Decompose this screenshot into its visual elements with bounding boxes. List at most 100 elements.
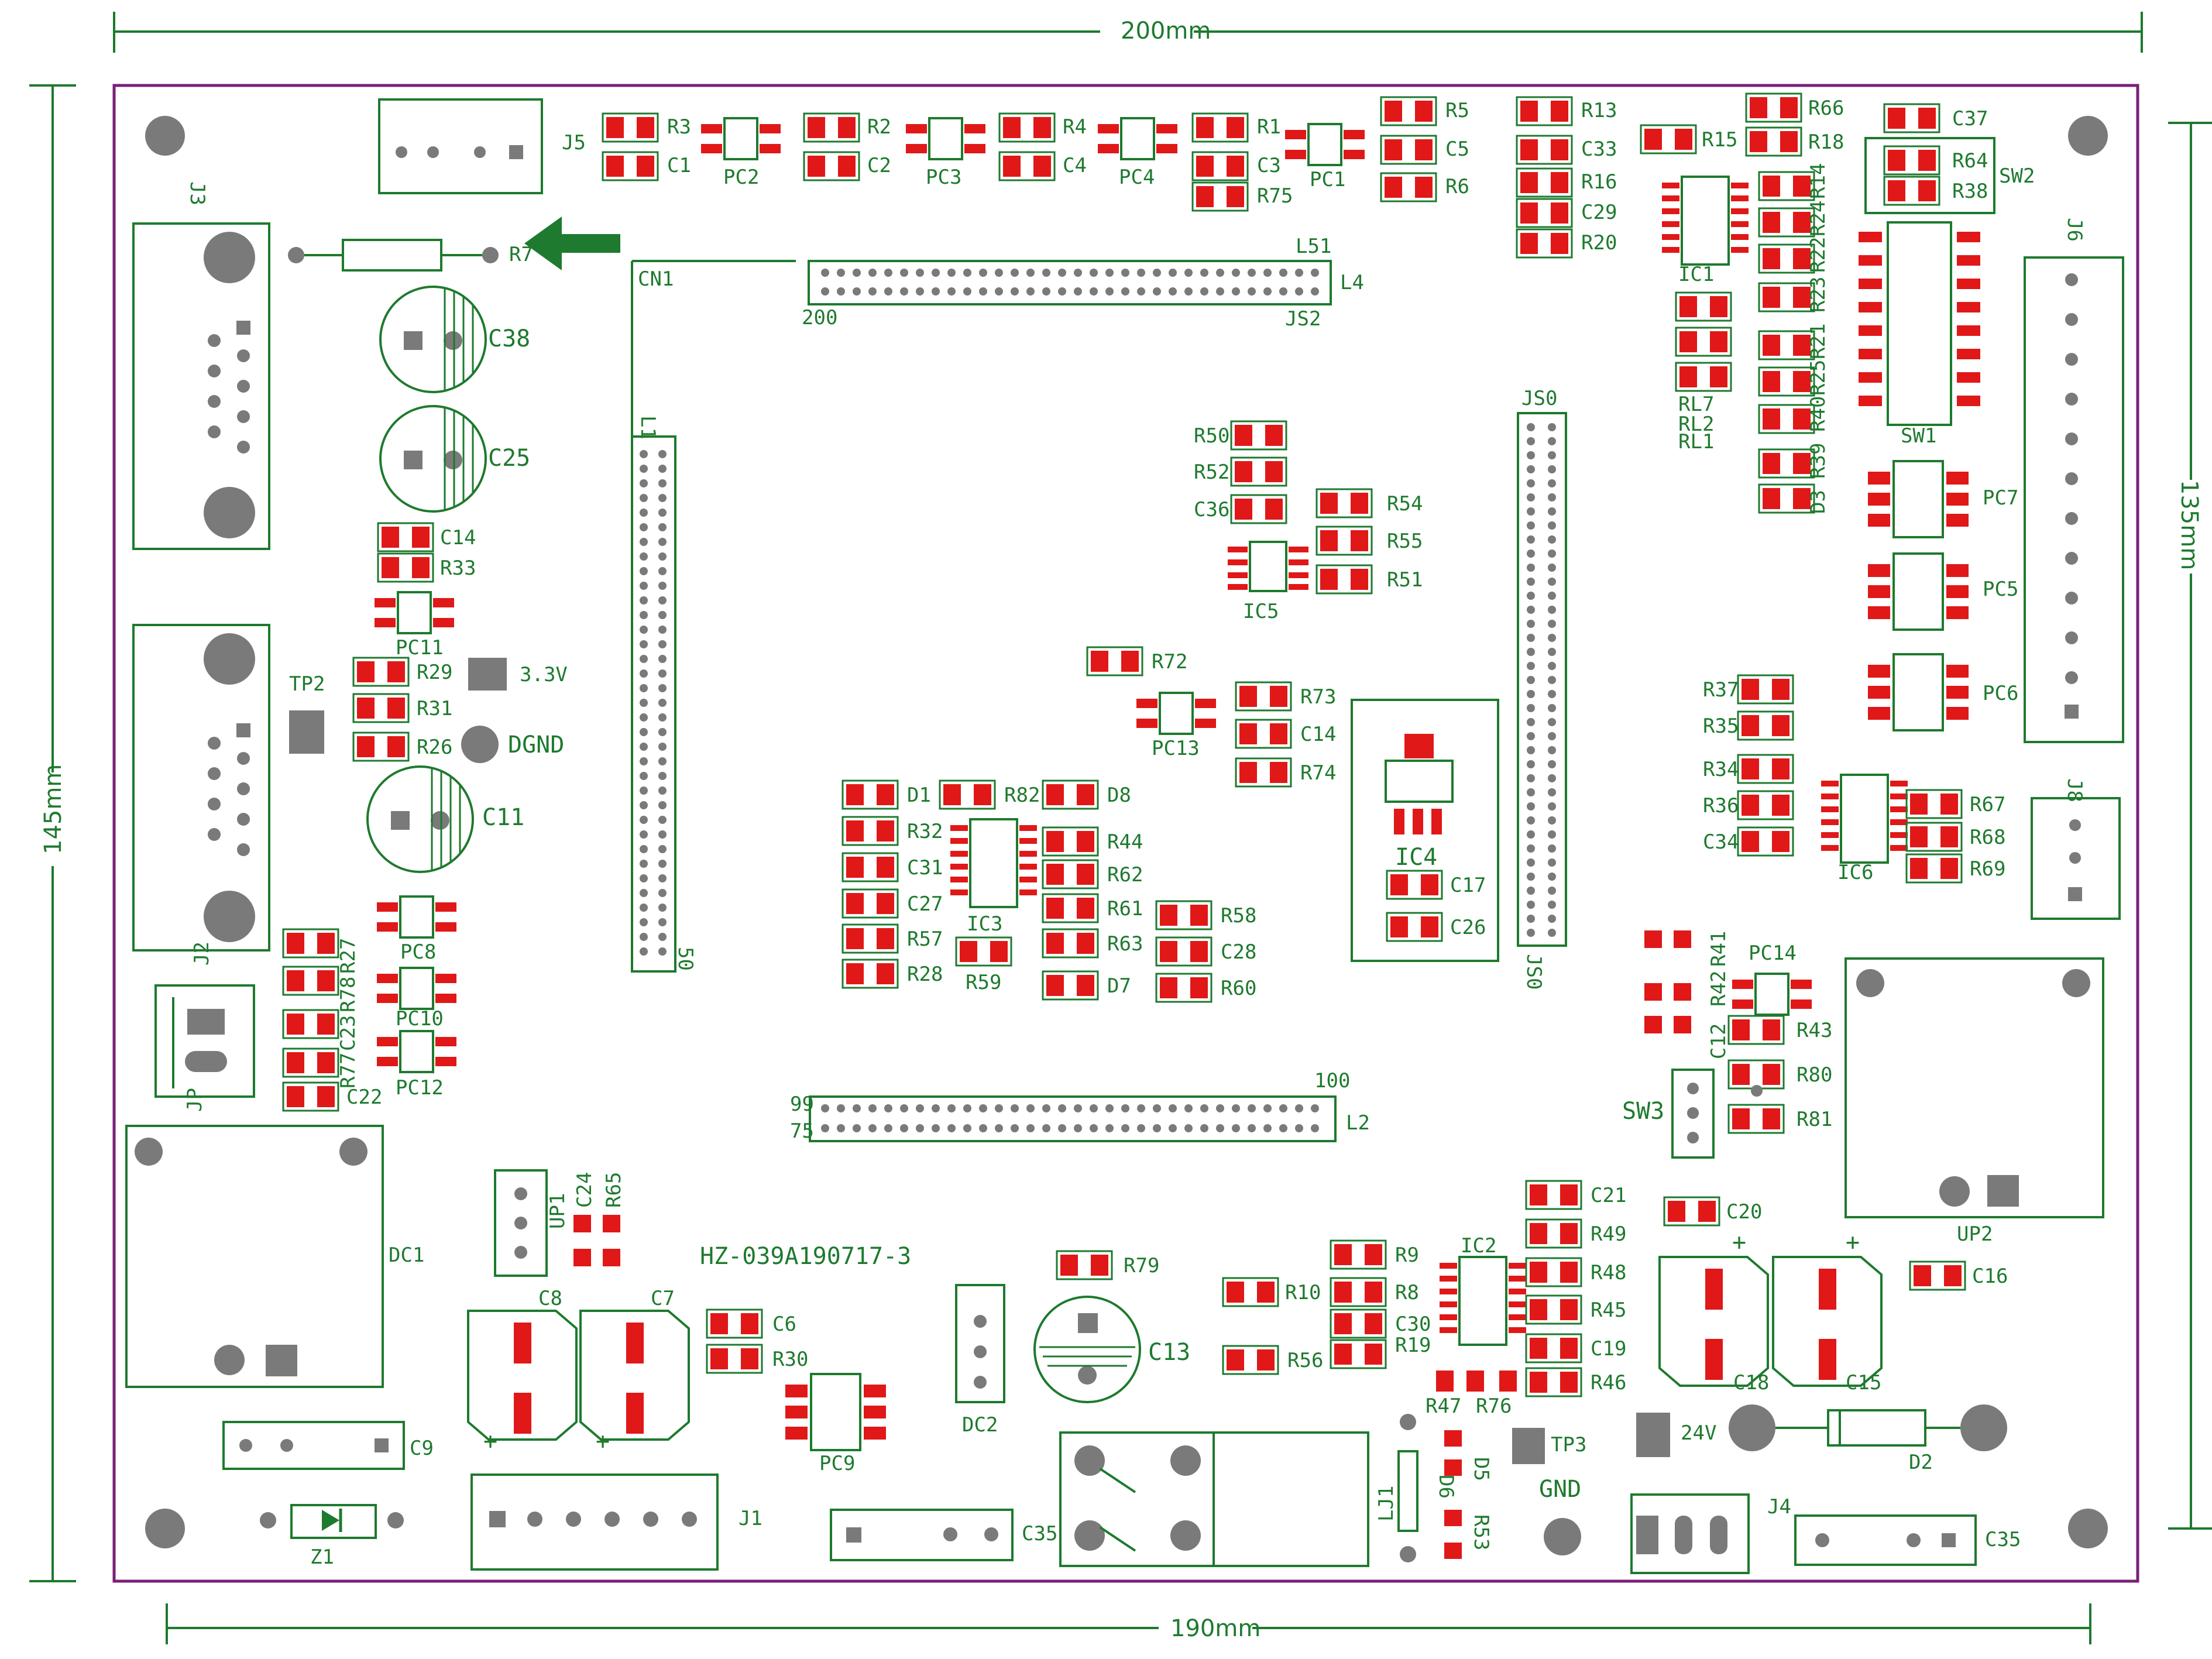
header-pin	[658, 655, 667, 663]
svg-text:R47: R47	[1426, 1394, 1461, 1418]
testpoint-tp2	[289, 710, 324, 754]
header-pin	[1527, 718, 1535, 726]
header-pin	[1527, 816, 1535, 825]
svg-text:L2: L2	[1346, 1111, 1370, 1135]
header-pin	[837, 287, 845, 296]
header-pin	[1548, 634, 1556, 642]
svg-text:R36: R36	[1703, 794, 1739, 818]
header-pin	[640, 874, 648, 882]
mounting-holes	[145, 116, 2108, 1548]
svg-text:R23: R23	[1806, 277, 1830, 312]
svg-text:L51: L51	[1296, 235, 1331, 258]
svg-text:99: 99	[790, 1093, 814, 1116]
header-pin	[658, 713, 667, 722]
svg-text:R13: R13	[1581, 99, 1617, 122]
header-pin	[1011, 1124, 1019, 1132]
header-pin	[1232, 1124, 1240, 1132]
svg-text:R52: R52	[1194, 461, 1229, 484]
header-pin	[1527, 620, 1535, 628]
header-pin	[640, 947, 648, 956]
header-pin	[1248, 269, 1256, 277]
top-row-parts: R3 C1 PC2 R2 C2 PC3 R4 C4 PC4 R1 C3 R75 …	[602, 96, 1617, 259]
svg-text:C14: C14	[440, 526, 476, 549]
header-pin	[1232, 269, 1240, 277]
header-pin	[1216, 269, 1224, 277]
header-pin	[1548, 844, 1556, 853]
label-c25: C25	[488, 445, 530, 472]
header-pin	[1548, 564, 1556, 572]
header-pin	[1200, 1124, 1208, 1132]
header-pin	[1121, 1124, 1129, 1132]
header-pin	[1527, 493, 1535, 502]
header-pin	[1527, 465, 1535, 473]
header-pin	[1548, 901, 1556, 909]
header-pin	[1311, 269, 1319, 277]
header-pin	[658, 845, 667, 853]
svg-text:R15: R15	[1702, 128, 1737, 152]
header-pin	[1074, 269, 1082, 277]
svg-text:R74: R74	[1300, 761, 1336, 785]
header-pin	[932, 1124, 940, 1132]
header-pin	[1527, 774, 1535, 782]
header-pin	[1527, 760, 1535, 768]
svg-text:R64: R64	[1952, 149, 1988, 173]
svg-text:JS2: JS2	[1285, 307, 1321, 331]
header-pin	[1527, 648, 1535, 656]
svg-text:PC3: PC3	[926, 166, 961, 189]
svg-text:200: 200	[802, 306, 837, 329]
svg-text:C1: C1	[667, 154, 691, 177]
svg-text:J6: J6	[2063, 218, 2086, 242]
opto-pc7	[1867, 460, 1970, 538]
connector-j1: J1	[470, 1473, 762, 1571]
svg-text:C2: C2	[867, 154, 891, 177]
svg-text:R32: R32	[907, 820, 943, 843]
svg-text:R35: R35	[1703, 715, 1739, 738]
header-pin	[1042, 1124, 1050, 1132]
svg-text:50: 50	[674, 947, 697, 971]
ic-ic3-area: D1 R82 D8 R32 C31 C27 R57 R28 IC3 R59 R4…	[841, 779, 1256, 1003]
header-pin	[1295, 269, 1303, 277]
header-pin	[1527, 746, 1535, 754]
capacitor-c10: C9	[222, 1421, 434, 1470]
connector-j4: J4	[1630, 1493, 1791, 1574]
switch-sw1: SW1	[1859, 221, 1980, 448]
svg-text:R28: R28	[907, 963, 943, 986]
svg-text:C17: C17	[1450, 874, 1486, 897]
header-pin	[1527, 704, 1535, 712]
header-pin	[1548, 549, 1556, 558]
header-pin	[1295, 1124, 1303, 1132]
header-pin	[1548, 887, 1556, 895]
svg-text:C15: C15	[1846, 1371, 1881, 1394]
header-l2-pins	[821, 1104, 1319, 1132]
svg-text:R3: R3	[667, 115, 691, 139]
header-pin	[1074, 1104, 1082, 1112]
module-dc2: UP2	[1845, 957, 2104, 1246]
svg-text:R77: R77	[336, 1053, 360, 1088]
svg-text:C30: C30	[1395, 1313, 1431, 1336]
header-pin	[1527, 578, 1535, 586]
svg-text:R46: R46	[1591, 1371, 1626, 1394]
svg-text:R59: R59	[966, 971, 1001, 994]
label-pc8: PC8	[400, 940, 436, 964]
header-pin	[1527, 592, 1535, 600]
header-pin	[884, 287, 892, 296]
switch-sw2: R64 R38 SW2	[1864, 137, 2035, 214]
svg-text:R53: R53	[1469, 1514, 1493, 1550]
svg-text:D5: D5	[1469, 1457, 1493, 1481]
label-gnd: GND	[1539, 1476, 1581, 1503]
capacitor-c18	[1658, 1256, 1769, 1387]
header-pin	[853, 1124, 861, 1132]
svg-text:C14: C14	[1300, 723, 1336, 746]
header-pin	[640, 713, 648, 722]
header-pin	[1169, 269, 1177, 277]
header-pin	[1548, 592, 1556, 600]
ic-ic5-area: R50 R52 C36 R54 R55 R51 IC5	[1194, 420, 1423, 623]
header-pin	[640, 450, 648, 458]
header-pin	[640, 611, 648, 619]
header-pin	[868, 1104, 877, 1112]
header-pin	[1279, 287, 1287, 296]
svg-text:C22: C22	[346, 1086, 382, 1109]
header-pin	[837, 1104, 845, 1112]
label-pc11: PC11	[396, 636, 444, 660]
header-pin	[1548, 802, 1556, 810]
